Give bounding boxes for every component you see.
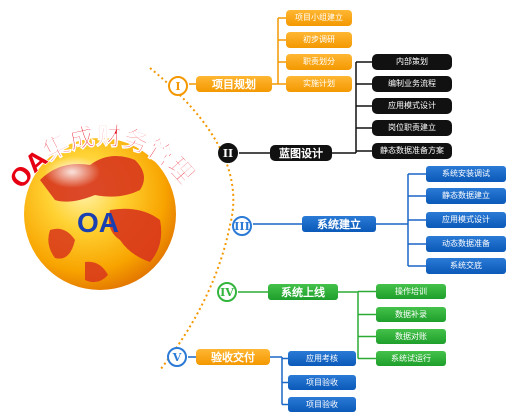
- phase-box-2: 蓝图设计: [270, 145, 332, 161]
- globe-icon: [24, 138, 176, 290]
- phase-numeral-4: IV: [217, 282, 237, 302]
- task-box-4-4: 系统试运行: [376, 351, 446, 366]
- phase-numeral-5: V: [167, 347, 187, 367]
- task-box-5-2: 项目验收: [288, 375, 356, 390]
- task-box-2-4: 岗位职责建立: [372, 120, 452, 136]
- task-box-4-1: 操作培训: [376, 284, 446, 299]
- phase-box-5: 验收交付: [196, 349, 270, 365]
- task-box-3-5: 系统交底: [426, 258, 506, 274]
- task-box-5-3: 项目验收: [288, 397, 356, 412]
- phase-box-4: 系统上线: [268, 284, 338, 300]
- task-box-3-3: 应用模式设计: [426, 212, 506, 228]
- phase-box-1: 项目规划: [196, 76, 272, 92]
- task-box-4-3: 数据对账: [376, 329, 446, 344]
- task-box-3-2: 静态数据建立: [426, 188, 506, 204]
- task-box-1-4: 实施计划: [286, 76, 352, 92]
- phase-numeral-2: II: [218, 143, 238, 163]
- phase-numeral-1: I: [168, 76, 188, 96]
- globe-label: OA: [77, 207, 119, 238]
- task-box-3-1: 系统安装调试: [426, 166, 506, 182]
- task-box-1-2: 初步调研: [286, 32, 352, 48]
- task-box-2-1: 内部策划: [372, 54, 452, 70]
- timeline-arc: [149, 67, 235, 371]
- task-box-1-3: 职责划分: [286, 54, 352, 70]
- task-box-2-3: 应用模式设计: [372, 98, 452, 114]
- task-box-4-2: 数据补录: [376, 307, 446, 322]
- phase-box-3: 系统建立: [302, 216, 376, 232]
- task-box-5-1: 应用考核: [288, 351, 356, 366]
- connectors: [188, 17, 426, 406]
- task-box-1-1: 项目小组建立: [286, 10, 352, 26]
- task-box-3-4: 动态数据准备: [426, 236, 506, 252]
- task-box-2-2: 编制业务流程: [372, 76, 452, 92]
- phase-numeral-3: III: [232, 216, 252, 236]
- task-box-2-5: 静态数据准备方案: [372, 143, 452, 159]
